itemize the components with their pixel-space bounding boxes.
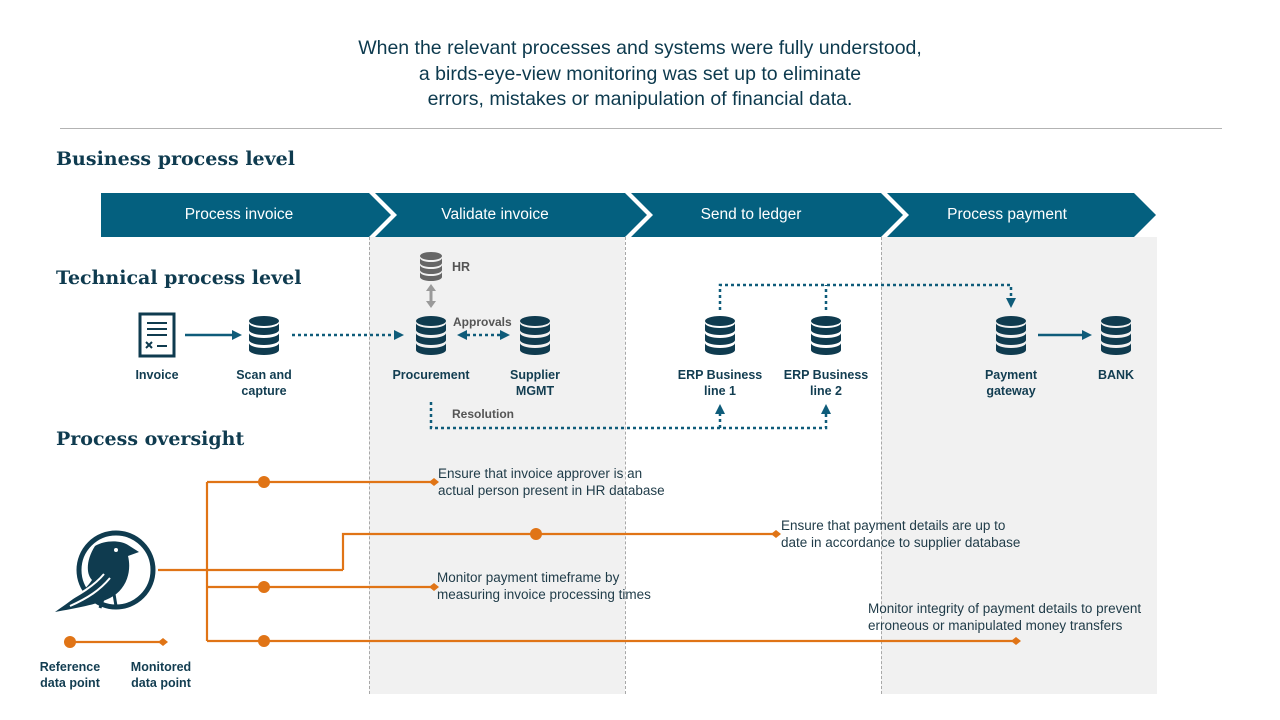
monitored-point-3 [429,583,439,591]
node-erp-1-line-2: line 1 [704,384,736,398]
supplier-database-icon [520,316,550,355]
node-erp-1-line-1: ERP Business [677,368,763,382]
invoice-document-icon [138,312,176,358]
phase-divider-3 [881,237,882,694]
reference-point-4 [258,635,270,647]
check-4-line-2: erroneous or manipulated money transfers [868,618,1123,633]
chevron-send-to-ledger [631,193,903,237]
legend-reference-line-1: Reference [39,660,101,674]
node-supplier-label: Supplier MGMT [495,367,575,399]
payment-gateway-database-icon [996,316,1026,355]
check-invoice-approver: Ensure that invoice approver is an actua… [438,465,665,499]
edge-resolution-label: Resolution [452,407,514,421]
band-process-payment [881,237,1157,694]
check-payment-integrity: Monitor integrity of payment details to … [868,600,1141,634]
check-2-line-2: date in accordance to supplier database [781,535,1021,550]
check-1-line-2: actual person present in HR database [438,483,665,498]
chevron-process-invoice [101,193,391,237]
node-supplier-line-2: MGMT [515,384,555,398]
node-supplier-line-1: Supplier [509,368,560,382]
oversight-points [258,476,1021,647]
reference-point-3 [258,581,270,593]
divider [60,128,1222,129]
erp-line-1-database-icon [705,316,735,355]
oversight-lines [158,480,1015,643]
monitored-point-4 [1011,637,1021,645]
node-payment-gateway-label: Payment gateway [961,367,1061,399]
node-scan-capture-line-1: Scan and [236,368,292,382]
edge-approvals-label: Approvals [453,315,512,329]
headline-line-1: When the relevant processes and systems … [358,37,922,59]
phase-process-invoice: Process invoice [184,206,294,223]
phase-send-to-ledger: Send to ledger [700,206,802,223]
phase-chevrons [101,193,1156,237]
node-erp-1-label: ERP Business line 1 [665,367,775,399]
phase-divider-2 [625,237,626,694]
node-erp-2-label: ERP Business line 2 [771,367,881,399]
headline-line-3: errors, mistakes or manipulation of fina… [427,88,853,110]
check-2-line-1: Ensure that payment details are up to [781,518,1006,533]
legend-reference-label: Reference data point [28,659,112,691]
check-3-line-1: Monitor payment timeframe by [437,570,620,585]
reference-point-1 [258,476,270,488]
node-gateway-line-2: gateway [986,384,1036,398]
legend-monitored-label: Monitored data point [119,659,203,691]
section-technical-process: Technical process level [56,267,302,289]
erp-line-2-database-icon [811,316,841,355]
legend-reference-line-2: data point [40,676,100,690]
node-scan-capture-label: Scan and capture [224,367,304,399]
monitored-point-1 [429,478,439,486]
technical-flow-arrows [185,283,1092,430]
procurement-database-icon [416,316,446,355]
scan-capture-database-icon [249,316,279,355]
node-erp-2-line-1: ERP Business [783,368,869,382]
legend-monitored-line-2: data point [131,676,191,690]
raven-logo-icon [55,530,156,612]
legend-symbols [64,636,168,648]
section-process-oversight: Process oversight [56,428,245,450]
bank-database-icon [1101,316,1131,355]
check-payment-details: Ensure that payment details are up to da… [781,517,1020,551]
node-scan-capture-line-2: capture [241,384,287,398]
node-erp-2-line-2: line 2 [810,384,842,398]
monitored-point-2 [771,530,781,538]
reference-point-2 [530,528,542,540]
legend-monitored-line-1: Monitored [130,660,192,674]
band-validate-invoice [369,237,625,694]
phase-divider-1 [369,237,370,694]
section-business-process: Business process level [56,148,295,170]
phase-validate-invoice: Validate invoice [441,206,549,223]
hr-database-icon [420,252,442,281]
node-bank-label: BANK [1097,368,1135,382]
check-1-line-1: Ensure that invoice approver is an [438,466,643,481]
chevron-process-payment [887,193,1156,237]
headline-line-2: a birds-eye-view monitoring was set up t… [418,62,862,85]
node-invoice-label: Invoice [135,368,179,382]
phase-process-payment: Process payment [947,206,1067,223]
check-4-line-1: Monitor integrity of payment details to … [868,601,1142,616]
chevron-validate-invoice [375,193,647,237]
headline: When the relevant processes and systems … [240,36,1040,113]
node-gateway-line-1: Payment [984,368,1038,382]
node-procurement-label: Procurement [392,368,470,382]
check-3-line-2: measuring invoice processing times [437,587,651,602]
node-hr-label: HR [452,260,471,274]
check-payment-timeframe: Monitor payment timeframe by measuring i… [437,569,651,603]
